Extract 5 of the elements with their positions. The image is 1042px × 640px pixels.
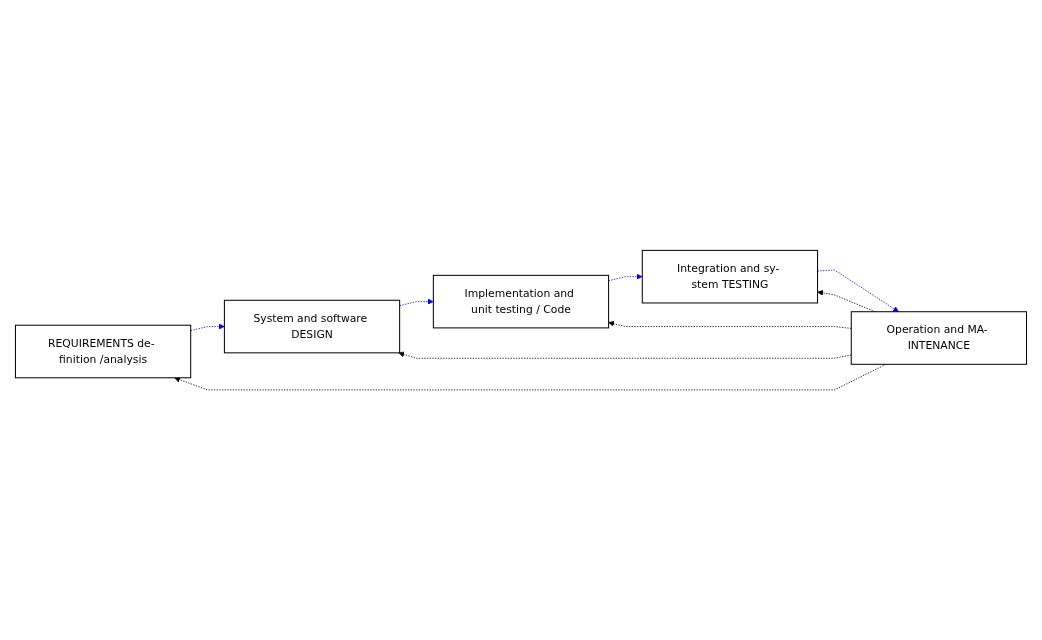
node-box: System and software DESIGN [223, 299, 401, 354]
node-box: Integration and sy- stem TESTING [641, 249, 819, 304]
node-box: Operation and MA- INTENANCE [850, 311, 1028, 365]
node-box: REQUIREMENTS de- finition /analysis [14, 324, 192, 379]
node-box: Implementation and unit testing / Code [432, 274, 610, 329]
